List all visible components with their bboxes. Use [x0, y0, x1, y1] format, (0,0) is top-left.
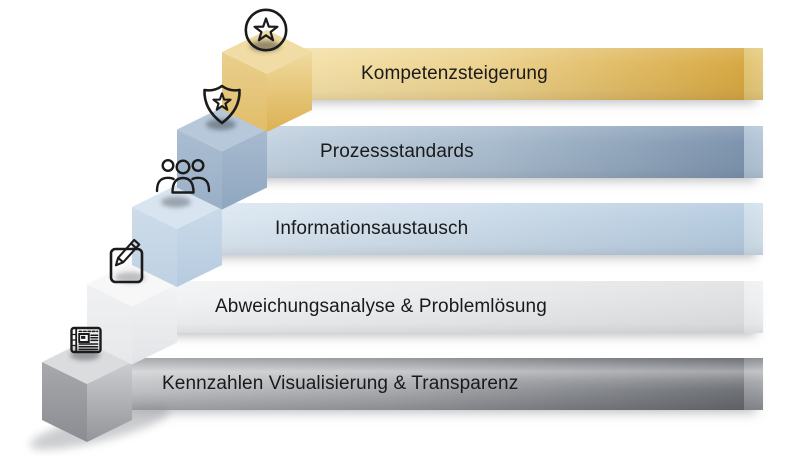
edit-icon [103, 234, 147, 286]
cube-left-face [42, 362, 87, 442]
step-label-5: Kennzahlen Visualisierung & Transparenz [162, 373, 519, 394]
team-icon [153, 155, 213, 195]
step-banner-4: Abweichungsanalyse & Problemlösung [132, 280, 763, 333]
step-banner-1: Kompetenzsteigerung [267, 48, 763, 100]
step-banner-5: Kennzahlen Visualisierung & Transparenz [87, 358, 763, 410]
step-banner-2: Prozessstandards [222, 125, 763, 178]
step-label-2: Prozessstandards [320, 140, 474, 162]
shield-star-icon [198, 81, 246, 129]
newspaper-icon [69, 325, 103, 355]
star-badge-icon [242, 6, 290, 54]
step-label-1: Kompetenzsteigerung [361, 63, 548, 84]
step-banner-3: Informationsaustausch [177, 203, 763, 255]
newspaper-photo-mark [81, 335, 86, 339]
step-label-4: Abweichungsanalyse & Problemlösung [215, 295, 547, 317]
step-label-3: Informationsaustausch [275, 218, 469, 239]
